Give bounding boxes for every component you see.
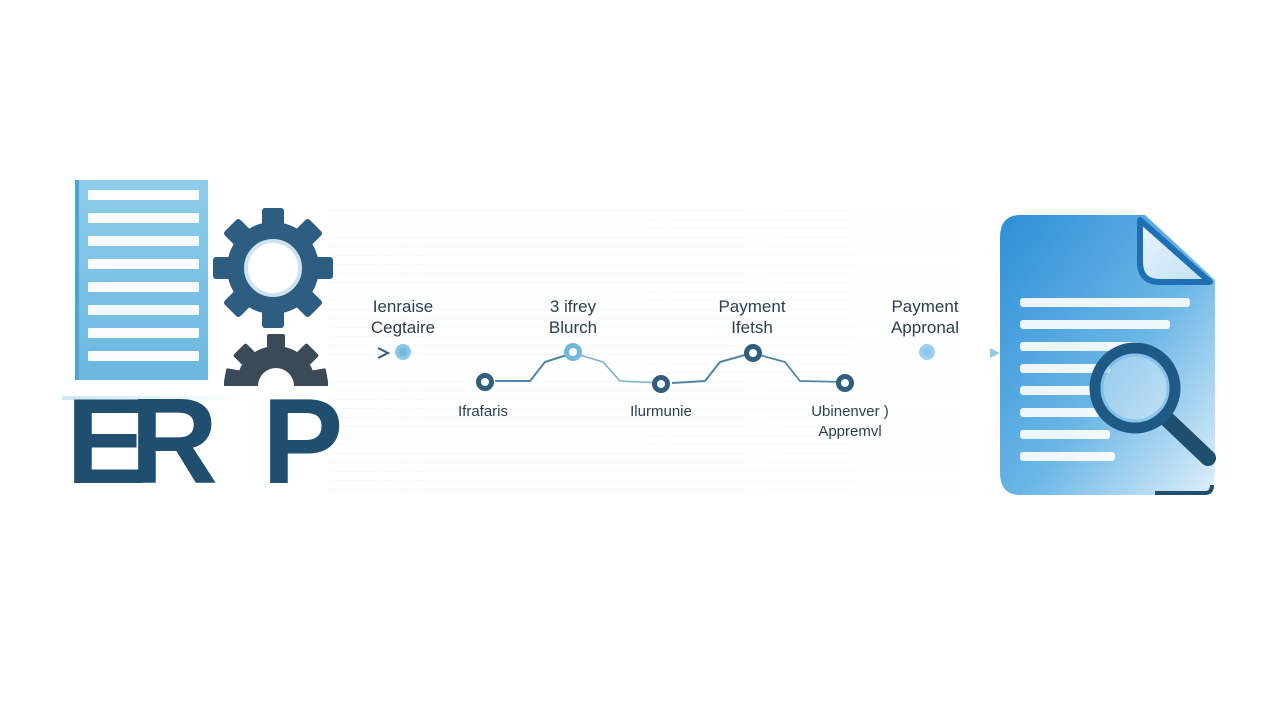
half-gear-icon <box>224 334 328 386</box>
logo-underline <box>62 396 242 400</box>
gear-icon <box>213 208 333 328</box>
step-label-upper-2-line2: Blurch <box>548 318 598 337</box>
step-label-upper-4: Payment Appronal <box>870 296 980 338</box>
connector-4 <box>751 352 846 383</box>
step-label-upper-1: Ienraise Cegtaire <box>353 296 453 338</box>
step-label-lower-2-line1: Ilurmunie <box>630 403 692 420</box>
logo-letter-r: R <box>130 373 219 509</box>
server-document-icon <box>75 180 208 380</box>
background-lines <box>330 210 1030 490</box>
connector-3 <box>671 352 753 384</box>
node-upper-2 <box>564 343 582 361</box>
magnifier-icon <box>1089 342 1216 466</box>
step-label-upper-3-line2: Ifetsh <box>731 318 773 337</box>
logo-letter-p: P <box>262 373 344 509</box>
step-label-lower-3-line2: Appremvl <box>818 423 882 440</box>
node-upper-1 <box>395 344 411 360</box>
step-label-upper-1-line1: Ienraise <box>372 297 434 316</box>
step-label-upper-3: Payment Ifetsh <box>697 296 807 338</box>
node-lower-2 <box>652 375 670 393</box>
step-label-lower-1-line1: Ifrafaris <box>457 403 508 420</box>
flow-arrow-head <box>990 348 1000 358</box>
step-label-lower-3: Ubinenver ) Appremvl <box>790 402 910 442</box>
document-icon <box>1000 215 1216 495</box>
node-lower-3 <box>836 374 854 392</box>
step-label-upper-4-line2: Appronal <box>890 318 960 337</box>
step-label-upper-2: 3 ifrey Blurch <box>523 296 623 338</box>
step-label-lower-3-line1: Ubinenver ) <box>811 403 889 420</box>
connector-2 <box>572 352 661 384</box>
step-label-lower-1: Ifrafaris <box>433 402 533 422</box>
connector-1 <box>495 352 574 382</box>
step-label-upper-4-line1: Payment <box>891 297 959 316</box>
step-label-upper-1-line2: Cegtaire <box>370 318 436 337</box>
node-lower-1 <box>476 373 494 391</box>
node-upper-3 <box>744 344 762 362</box>
logo-letter-e: E <box>66 373 148 509</box>
node-upper-4 <box>919 344 935 360</box>
step-label-lower-2: Ilurmunie <box>601 402 721 422</box>
step-label-upper-2-line1: 3 ifrey <box>549 297 597 316</box>
step-label-upper-3-line1: Payment <box>718 297 786 316</box>
small-arrow-icon <box>377 347 391 359</box>
